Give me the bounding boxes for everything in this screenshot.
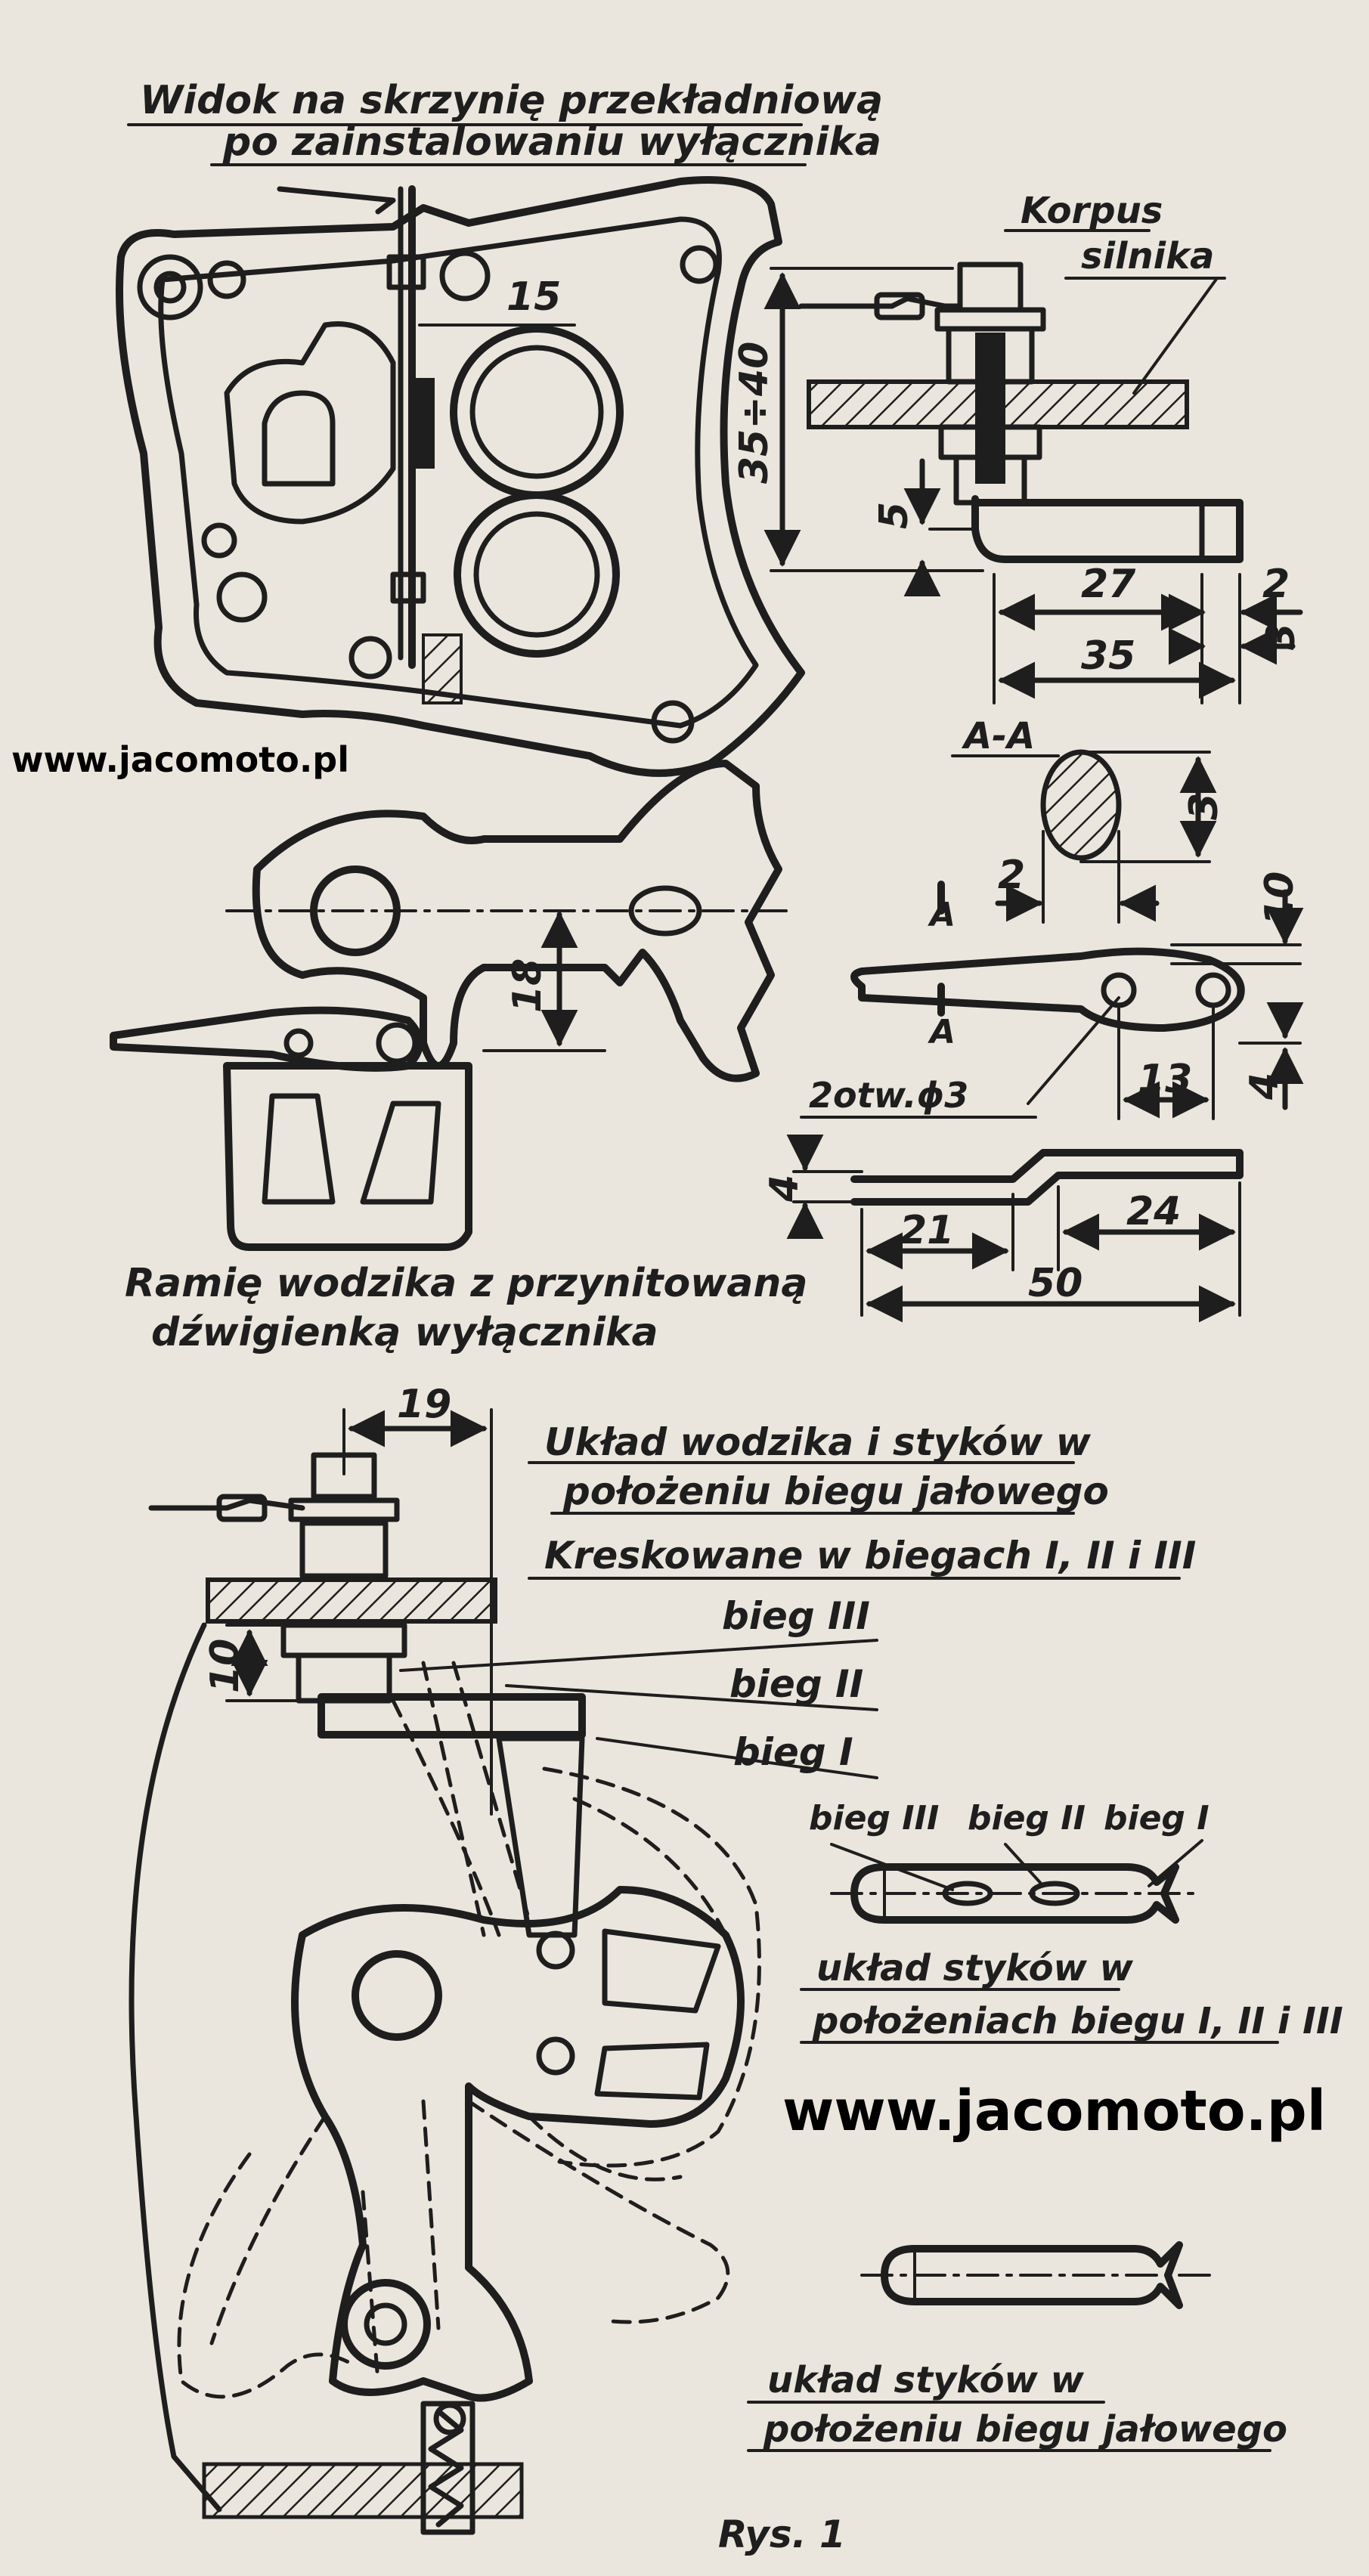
dim-18: 18 [505,958,550,1013]
dim-35-40: 35÷40 [732,342,777,484]
watermark-left: www.jacomoto.pl [11,739,349,780]
engine-body-line1: Korpus [1021,190,1163,232]
selector-arm-view: 18 Ramię wodzika z przynitowaną dźwigien… [110,760,807,1355]
gearbox-housing [116,176,805,777]
dim-5: 5 [872,502,917,529]
dim-27: 27 [1081,562,1136,607]
gearbox-view: Widok na skrzynię przekładniową po zains… [116,78,883,777]
contacts-in-gears: bieg III bieg II bieg I układ styków w p… [800,1799,1343,2044]
neutral-assembly-view: 19 10 [129,1382,1196,2535]
arm-caption-line2: dźwigienką wyłącznika [151,1310,658,1355]
neutral-caption-line2: położeniu biegu jałowego [562,1469,1109,1513]
dim-4-lever: 4 [1242,1073,1287,1101]
hatched-note: Kreskowane w biegach I, II i III [544,1534,1196,1577]
contacts-neutral-caption-line2: położeniu biegu jałowego [763,2408,1287,2451]
engine-body-section: Korpus silnika 35÷40 5 27 [732,190,1304,704]
label-gear2: bieg II [729,1662,863,1706]
dim-13: 13 [1138,1057,1192,1102]
dim-2-section: 2 [998,853,1025,898]
dim-3-section: 3 [1182,793,1227,820]
dim-21: 21 [900,1208,954,1253]
dim-35: 35 [1081,633,1135,679]
section-a-a: A-A 3 2 [951,715,1227,924]
contacts-neutral-caption-line1: układ styków w [767,2359,1085,2401]
label-gear3: bieg III [722,1594,870,1638]
section-label: A-A [961,715,1035,757]
section-mark-bottom: A [928,1013,956,1051]
dim-10-bottom: 10 [203,1639,248,1693]
holes-label: 2otw.ϕ3 [809,1075,968,1116]
dim-2-top: 2 [1262,562,1290,607]
arm-caption-line1: Ramię wodzika z przynitowaną [125,1261,807,1306]
watermark-right: www.jacomoto.pl [782,2079,1327,2144]
contacts-label-gear2: bieg II [968,1799,1086,1838]
dim-3-top: 3 [1259,623,1304,650]
dim-19: 19 [397,1382,451,1427]
lever-detail: A A 10 13 4 2otw.ϕ3 [800,872,1304,1120]
dim-15: 15 [506,274,561,320]
contacts-label-gear1: bieg I [1104,1799,1209,1838]
engine-body-line2: silnika [1081,235,1214,277]
contacts-gears-caption-line1: układ styków w [816,1947,1134,1989]
flat-strip-detail: 4 21 24 50 [762,1134,1244,1323]
dim-50: 50 [1028,1261,1083,1306]
contacts-label-gear3: bieg III [809,1799,939,1838]
view-title-line1: Widok na skrzynię przekładniową [140,78,883,123]
view-title-line2: po zainstalowaniu wyłącznika [222,119,881,165]
contacts-gears-caption-line2: położeniach biegu I, II i III [812,2000,1343,2042]
figure-label: Rys. 1 [718,2513,846,2556]
dim-4-flat: 4 [762,1175,807,1203]
dim-10-lever: 10 [1257,872,1302,926]
neutral-caption-line1: Układ wodzika i styków w [544,1420,1092,1464]
contacts-in-neutral: układ styków w położeniu biegu jałowego [747,2241,1287,2452]
dim-24: 24 [1126,1189,1181,1234]
